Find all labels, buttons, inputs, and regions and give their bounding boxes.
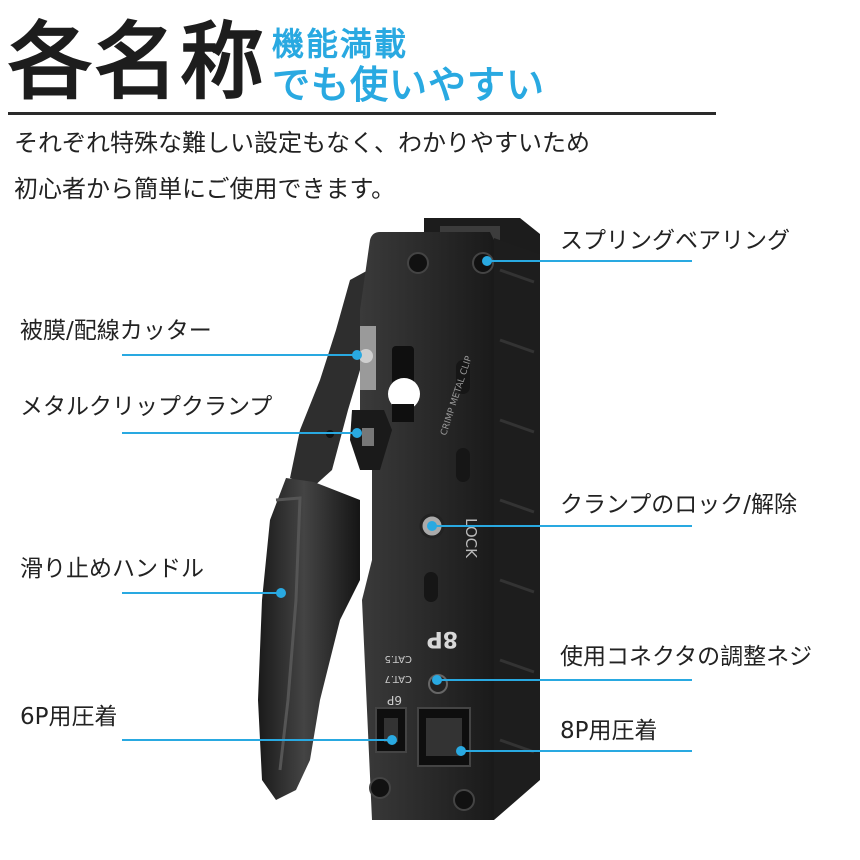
cat7-marking: CAT.7 [384,673,412,684]
size-6p-marking: 6P [387,693,402,707]
label-cutter: 被膜/配線カッター [20,318,212,344]
callout-line-grip-handle [122,592,281,594]
callout-line-connector-screw [437,679,692,681]
description-line-1: それぞれ特殊な難しい設定もなく、わかりやすいため [14,129,590,157]
callout-line-6p-crimp [122,739,392,741]
description-line-2: 初心者から簡単にご使用できます。 [14,175,396,203]
screws [326,252,494,811]
label-connector-screw: 使用コネクタの調整ネジ [560,644,813,670]
lock-marking: LOCK [462,518,480,559]
size-8p-marking: 8P [427,626,458,651]
callout-line-clamp-lock [432,525,692,527]
cat5-marking: CAT.5 [384,653,412,664]
callout-line-spring-bearing [487,260,692,262]
label-6p-crimp: 6P用圧着 [20,704,118,730]
label-metal-clip-clamp: メタルクリップクランプ [20,394,273,420]
subtitle-line-2: でも使いやすい [272,63,546,107]
label-grip-handle: 滑り止めハンドル [20,556,204,582]
title-divider [8,112,716,115]
label-8p-crimp: 8P用圧着 [560,718,658,744]
jaw-area [350,326,420,470]
label-spring-bearing: スプリングベアリング [560,228,790,254]
label-clamp-lock: クランプのロック/解除 [560,492,798,518]
crimp-dies [375,674,471,767]
page-title: 各名称 [8,13,267,111]
subtitle-line-1: 機能満載 [272,25,409,63]
callout-line-8p-crimp [461,750,692,752]
callout-line-metal-clip-clamp [122,432,357,434]
body-slots [424,360,470,602]
callout-line-cutter [122,354,357,356]
